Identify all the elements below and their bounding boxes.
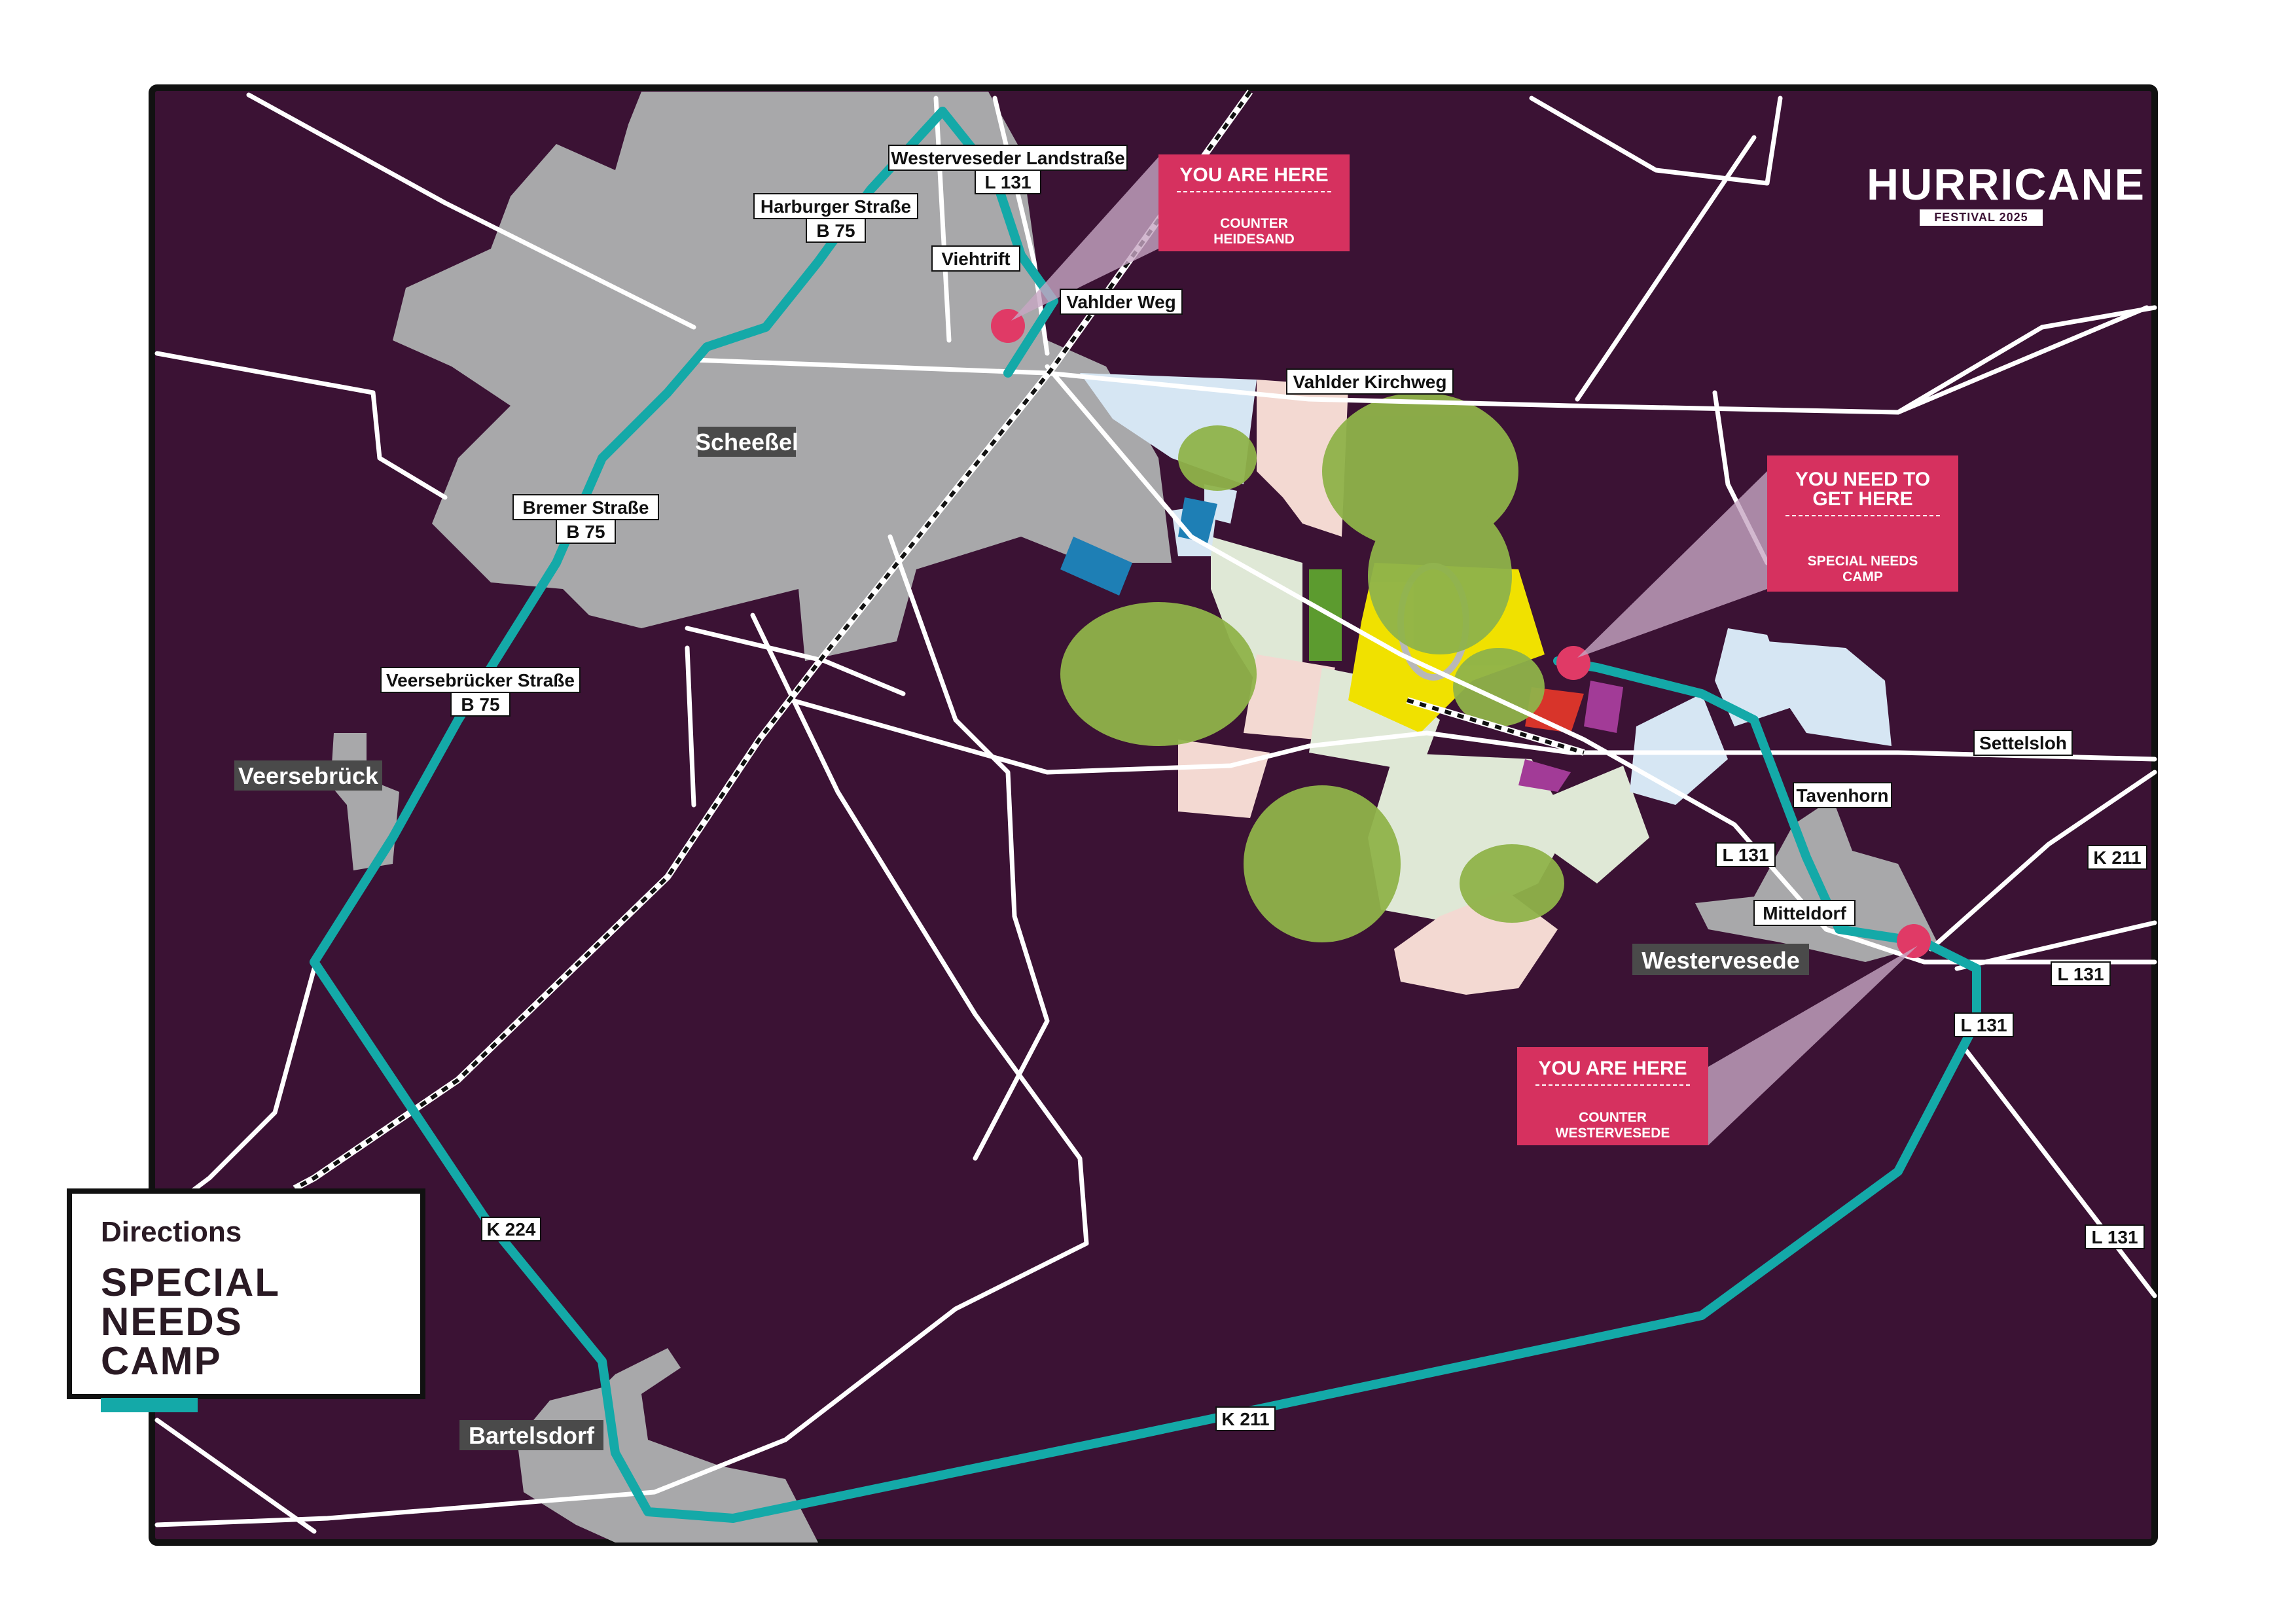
road-label-veersebruecker: Veersebrücker Straße B 75: [380, 667, 581, 717]
road-label-bremer: Bremer Straße B 75: [512, 494, 659, 544]
svg-text:Tavenhorn: Tavenhorn: [1796, 785, 1888, 806]
svg-text:B 75: B 75: [816, 221, 855, 241]
svg-text:B 75: B 75: [566, 522, 605, 542]
road-label-harburger: Harburger Straße B 75: [753, 193, 918, 243]
place-label-westervesede: Westervesede: [1641, 947, 1800, 974]
legend-title-line1: SPECIAL NEEDS: [101, 1260, 279, 1344]
road-label-k211-right: K 211: [2087, 845, 2147, 870]
svg-text:K 224: K 224: [487, 1219, 536, 1240]
svg-text:L 131: L 131: [2057, 964, 2104, 984]
svg-text:L 131: L 131: [2091, 1227, 2138, 1247]
svg-text:L 131: L 131: [984, 172, 1031, 192]
svg-text:Viehtrift: Viehtrift: [941, 249, 1010, 269]
marker-westervesede[interactable]: [1897, 924, 1931, 958]
hurricane-logo: HURRICANE FESTIVAL 2025: [1867, 160, 2145, 226]
svg-text:Harburger Straße: Harburger Straße: [761, 196, 911, 217]
legend-title-line2: CAMP: [101, 1339, 222, 1383]
place-scheessel: Scheeßel: [695, 427, 798, 457]
svg-text:B 75: B 75: [461, 694, 499, 715]
callout-camp: YOU NEED TO GET HERE SPECIAL NEEDS CAMP: [1767, 455, 1958, 592]
camp-zones: [1060, 373, 1892, 995]
svg-text:Veersebrücker Straße: Veersebrücker Straße: [386, 670, 575, 690]
road-label-vahlder-weg: Vahlder Weg: [1060, 289, 1183, 315]
place-veersebrueck: Veersebrück: [234, 760, 382, 791]
directions-legend: Directions SPECIAL NEEDS CAMP: [67, 1188, 425, 1412]
callout-heidesand-sub1: COUNTER: [1220, 216, 1288, 231]
road-label-settelsloh: Settelsloh: [1973, 730, 2073, 756]
road-label-k211-bottom: K 211: [1215, 1406, 1276, 1431]
road-label-westerveseder: Westerveseder Landstraße L 131: [888, 145, 1128, 194]
callout-heidesand-title: YOU ARE HERE: [1179, 164, 1328, 186]
place-bartelsdorf: Bartelsdorf: [459, 1420, 603, 1450]
callout-westervesede-title: YOU ARE HERE: [1538, 1058, 1687, 1079]
road-label-l131-mid: L 131: [1715, 842, 1776, 867]
place-label-scheessel: Scheeßel: [695, 429, 798, 455]
place-westervesede: Westervesede: [1632, 944, 1809, 975]
svg-text:Vahlder Weg: Vahlder Weg: [1066, 292, 1176, 312]
svg-text:Bremer Straße: Bremer Straße: [523, 497, 649, 518]
callout-pointer-camp: [1577, 471, 1767, 658]
svg-text:K 211: K 211: [2093, 847, 2141, 868]
svg-text:L 131: L 131: [1960, 1015, 2007, 1035]
callout-camp-title1: YOU NEED TO: [1795, 469, 1930, 490]
legend-route-swatch: [101, 1398, 198, 1412]
callout-heidesand: YOU ARE HERE COUNTER HEIDESAND: [1158, 154, 1350, 251]
logo-name: HURRICANE: [1867, 160, 2145, 209]
svg-text:Vahlder Kirchweg: Vahlder Kirchweg: [1293, 372, 1447, 392]
callout-pointer-heidesand: [1011, 157, 1158, 321]
callout-pointer-westervesede: [1708, 946, 1918, 1145]
place-label-veersebrueck: Veersebrück: [238, 762, 379, 789]
callout-camp-sub2: CAMP: [1842, 569, 1883, 584]
callout-camp-title2: GET HERE: [1812, 488, 1912, 510]
town-bartelsdorf-area: [517, 1348, 818, 1543]
road-label-l131-far: L 131: [2085, 1224, 2145, 1249]
railway: [293, 90, 1585, 1192]
svg-text:Settelsloh: Settelsloh: [1979, 733, 2067, 753]
forest-areas: [1060, 393, 1564, 942]
road-label-mitteldorf: Mitteldorf: [1753, 900, 1856, 926]
svg-text:Mitteldorf: Mitteldorf: [1763, 903, 1846, 923]
road-label-k224: K 224: [481, 1217, 541, 1241]
place-label-bartelsdorf: Bartelsdorf: [469, 1422, 595, 1449]
svg-text:L 131: L 131: [1722, 845, 1768, 865]
callout-westervesede: YOU ARE HERE COUNTER WESTERVESEDE: [1517, 1047, 1708, 1145]
callout-westervesede-sub2: WESTERVESEDE: [1556, 1126, 1670, 1141]
svg-text:Westerveseder Landstraße: Westerveseder Landstraße: [891, 148, 1124, 168]
road-label-l131-south: L 131: [1954, 1012, 2014, 1037]
road-label-vahlder-kirchweg: Vahlder Kirchweg: [1286, 368, 1454, 395]
road-label-tavenhorn: Tavenhorn: [1793, 782, 1892, 808]
callout-camp-sub1: SPECIAL NEEDS: [1808, 554, 1918, 569]
road-label-l131-right: L 131: [2051, 961, 2111, 986]
svg-text:K 211: K 211: [1221, 1409, 1269, 1429]
callout-heidesand-sub2: HEIDESAND: [1213, 232, 1295, 247]
logo-subtitle: FESTIVAL 2025: [1920, 209, 2043, 226]
legend-heading: Directions: [101, 1216, 242, 1248]
road-label-viehtrift: Viehtrift: [931, 245, 1020, 272]
callout-westervesede-sub1: COUNTER: [1579, 1110, 1647, 1125]
